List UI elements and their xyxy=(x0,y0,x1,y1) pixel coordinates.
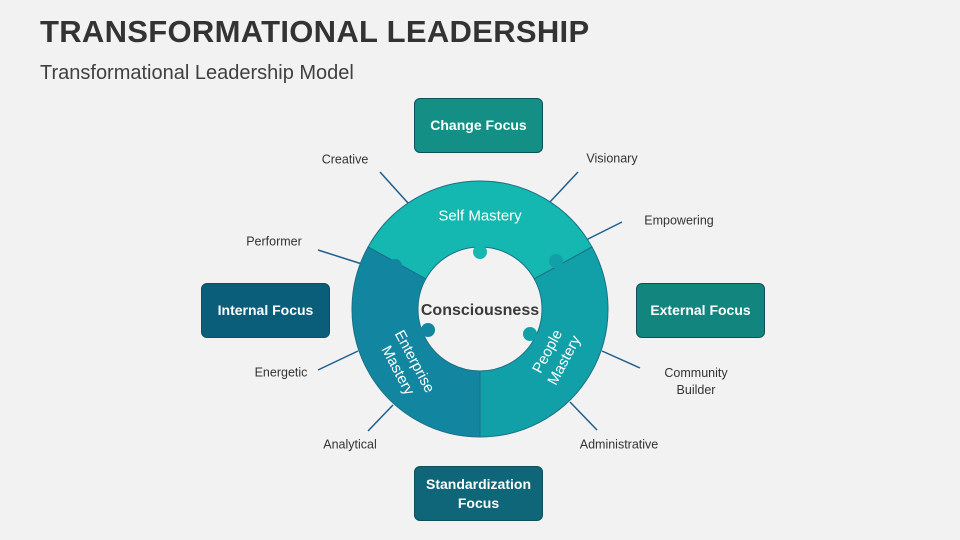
spoke-performer xyxy=(317,249,363,265)
box-change-focus: Change Focus xyxy=(414,98,543,153)
segment-self-shape xyxy=(367,180,593,280)
spokes xyxy=(317,171,641,432)
puzzle-tab xyxy=(473,245,487,259)
segment-enterprise-shape xyxy=(351,246,481,438)
trait-community-builder: Community Builder xyxy=(664,365,727,399)
spoke-analytical xyxy=(367,404,394,432)
trait-energetic: Energetic xyxy=(254,365,308,380)
box-external-focus: External Focus xyxy=(636,283,765,338)
trait-administrative: Administrative xyxy=(579,437,659,452)
puzzle-tab xyxy=(421,323,435,337)
trait-performer: Performer xyxy=(246,234,302,249)
trait-visionary: Visionary xyxy=(586,151,638,166)
trait-creative: Creative xyxy=(321,152,369,167)
spoke-community-builder xyxy=(601,350,641,369)
puzzle-tab xyxy=(549,254,563,268)
spoke-empowering xyxy=(585,221,623,241)
box-standardization-focus: Standardization Focus xyxy=(414,466,543,521)
spoke-energetic xyxy=(317,350,359,371)
trait-community-line2: Builder xyxy=(676,383,716,397)
center-consciousness: Consciousness xyxy=(420,302,540,319)
puzzle-tab xyxy=(483,398,497,412)
trait-analytical: Analytical xyxy=(323,437,377,452)
segment-self-mastery: Self Mastery xyxy=(438,207,522,225)
puzzle-tab xyxy=(523,327,537,341)
trait-community-line1: Community xyxy=(664,366,728,380)
spoke-administrative xyxy=(569,401,598,431)
spoke-creative xyxy=(379,171,409,204)
box-internal-focus: Internal Focus xyxy=(201,283,330,338)
trait-empowering: Empowering xyxy=(644,213,714,228)
slide-subtitle: Transformational Leadership Model xyxy=(40,62,354,84)
segment-people-shape xyxy=(479,246,609,438)
puzzle-tab xyxy=(388,259,402,273)
spoke-visionary xyxy=(548,171,579,204)
slide-title: TRANSFORMATIONAL LEADERSHIP xyxy=(40,14,590,49)
